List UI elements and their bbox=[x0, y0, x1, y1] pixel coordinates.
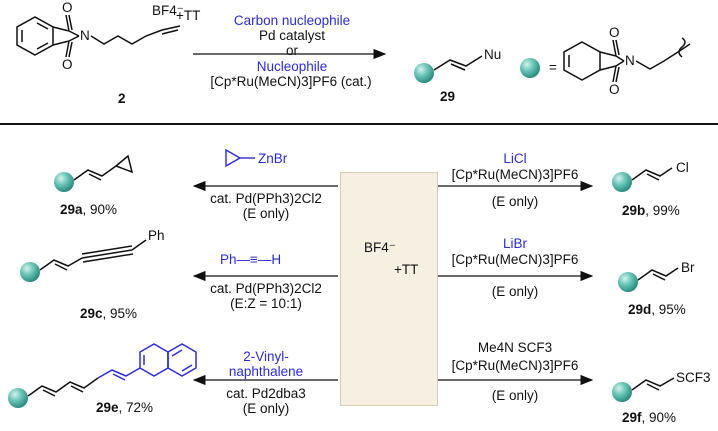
atom-o-2b: O bbox=[62, 57, 73, 72]
structure-29c bbox=[20, 239, 147, 282]
reagent-29e-1: 2-Vinyl- bbox=[243, 349, 289, 364]
condition-29e-1: cat. Pd2dba3 bbox=[226, 386, 306, 401]
reagent-counterion: BF4⁻ bbox=[152, 3, 184, 18]
condition-pd-catalyst: Pd catalyst bbox=[258, 28, 326, 43]
label-29d: 29d, 95% bbox=[628, 302, 686, 317]
condition-29c-2: (E:Z = 10:1) bbox=[230, 296, 302, 311]
legend-equals: = bbox=[549, 60, 557, 75]
center-cation: +TT bbox=[394, 262, 419, 277]
structure-29d bbox=[618, 267, 679, 292]
condition-carbon-nucleophile: Carbon nucleophile bbox=[233, 13, 351, 28]
structure-29e bbox=[8, 343, 197, 408]
reagent-29a: ZnBr bbox=[258, 151, 288, 166]
label-29e: 29e, 72% bbox=[96, 400, 154, 415]
condition-29a-2: (E only) bbox=[242, 206, 290, 221]
group-scf3: SCF3 bbox=[676, 370, 711, 385]
atom-n-2: N bbox=[80, 28, 90, 43]
label-29c: 29c, 95% bbox=[80, 306, 138, 321]
product-29 bbox=[414, 55, 483, 83]
condition-nucleophile: Nucleophile bbox=[256, 59, 328, 74]
divider-line bbox=[0, 123, 718, 125]
condition-ru-catalyst: [Cp*Ru(MeCN)3]PF6 (cat.) bbox=[210, 74, 372, 89]
center-panel bbox=[340, 172, 438, 406]
condition-29d-2: (E only) bbox=[491, 284, 539, 299]
structure-29f bbox=[612, 377, 675, 402]
structure-29b bbox=[612, 167, 673, 192]
reagent-29d: LiBr bbox=[502, 236, 527, 251]
condition-29f-2: (E only) bbox=[491, 388, 539, 403]
reagent-29b: LiCl bbox=[503, 151, 527, 166]
reagent-29e-2: naphthalene bbox=[228, 364, 304, 379]
condition-29b-2: (E only) bbox=[491, 194, 539, 209]
condition-or: or bbox=[285, 43, 298, 58]
reagent-29c: Ph—≡—H bbox=[220, 252, 282, 267]
condition-29b-1: [Cp*Ru(MeCN)3]PF6 bbox=[451, 167, 579, 182]
product-group-nu: Nu bbox=[484, 47, 502, 62]
atom-n-legend: N bbox=[625, 53, 635, 68]
label-29a: 29a, 90% bbox=[60, 202, 118, 217]
condition-29f-1: [Cp*Ru(MeCN)3]PF6 bbox=[451, 358, 579, 373]
atom-o-legend-b: O bbox=[609, 82, 620, 97]
reagent-29f: Me4N SCF3 bbox=[477, 340, 553, 355]
legend bbox=[520, 37, 691, 83]
center-counterion: BF4⁻ bbox=[364, 240, 396, 255]
group-ph: Ph bbox=[148, 228, 165, 243]
cyclopropyl-reagent bbox=[225, 148, 255, 168]
group-br: Br bbox=[681, 260, 695, 275]
phthalimide-2 bbox=[16, 14, 181, 58]
compound-label-2: 2 bbox=[118, 91, 126, 106]
condition-29a-1: cat. Pd(PPh3)2Cl2 bbox=[210, 191, 322, 206]
condition-29d-1: [Cp*Ru(MeCN)3]PF6 bbox=[451, 252, 579, 267]
group-cl: Cl bbox=[676, 160, 689, 175]
reagent-cation: +TT bbox=[176, 8, 201, 23]
structure-29a bbox=[54, 154, 134, 192]
atom-o-legend-a: O bbox=[609, 25, 620, 40]
label-29b: 29b, 99% bbox=[622, 203, 680, 218]
label-29f: 29f, 90% bbox=[622, 410, 677, 425]
atom-o-2a: O bbox=[62, 0, 73, 15]
condition-29c-1: cat. Pd(PPh3)2Cl2 bbox=[210, 281, 322, 296]
condition-29e-2: (E only) bbox=[242, 401, 290, 416]
product-label-29: 29 bbox=[440, 89, 456, 104]
